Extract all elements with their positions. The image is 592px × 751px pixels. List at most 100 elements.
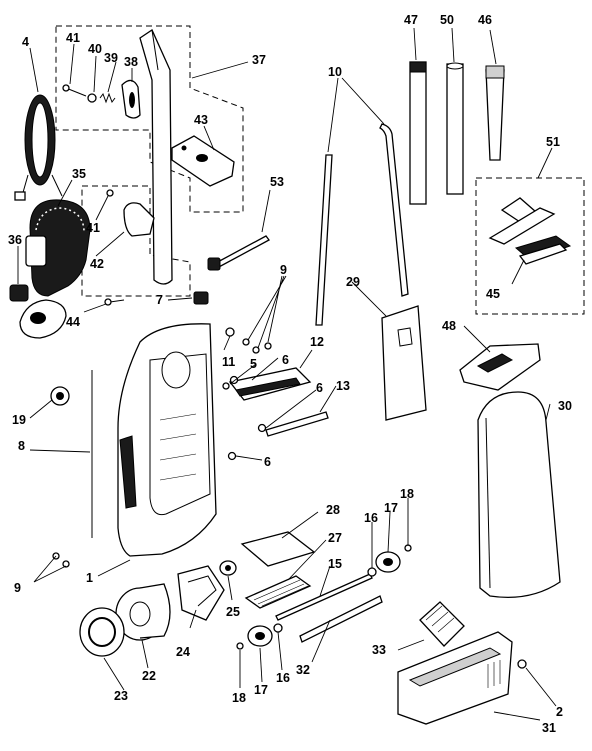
door-33 [419,601,465,647]
housing-1 [117,323,217,557]
washer-16-upper [367,567,377,577]
callout-6-a: 6 [282,353,289,367]
callout-44: 44 [66,315,80,329]
ring-25 [219,560,237,576]
callout-36: 36 [8,233,22,247]
hose [19,199,91,339]
callout-51: 51 [546,135,560,149]
clip-38 [121,79,141,119]
fan-23 [79,607,125,657]
wand-10-left [315,154,333,326]
callout-37: 37 [252,53,266,67]
spring-39 [99,92,116,104]
callout-18-upper: 18 [400,487,414,501]
callout-13: 13 [336,379,350,393]
handle-tube [139,29,173,285]
callout-16-lower: 16 [276,671,290,685]
adapter-24 [177,565,225,621]
callout-25: 25 [226,605,240,619]
callout-17-upper: 17 [384,501,398,515]
shaft-53 [207,235,270,271]
callout-50: 50 [440,13,454,27]
callout-32: 32 [296,663,310,677]
wheel-17-upper [375,551,401,573]
strip-32 [299,595,383,643]
callout-29: 29 [346,275,360,289]
screw-2 [517,659,527,669]
callout-53: 53 [270,175,284,189]
callout-7: 7 [156,293,163,307]
strip-13 [265,411,329,437]
callout-9-bottom: 9 [14,581,21,595]
callout-46: 46 [478,13,492,27]
crevice-tool-46 [485,65,505,161]
callout-18-lower: 18 [232,691,246,705]
callout-47: 47 [404,13,418,27]
rod-15 [275,573,373,621]
pin-18-lower [236,642,244,650]
power-cord [14,94,63,201]
base-31 [397,631,513,725]
cap-19 [50,386,70,406]
callout-4: 4 [22,35,29,49]
callout-48: 48 [442,319,456,333]
callout-19: 19 [12,413,26,427]
tube-47 [409,61,427,205]
washer-40 [87,93,97,103]
callout-17-lower: 17 [254,683,268,697]
callout-6-c: 6 [264,455,271,469]
screw-6-c [227,451,237,461]
callout-33: 33 [372,643,386,657]
callout-12: 12 [310,335,324,349]
bag-cover-30 [477,391,561,599]
callout-16-upper: 16 [364,511,378,525]
screw-9-bottom [52,552,70,568]
callout-2: 2 [556,705,563,719]
bracket-43 [171,135,235,187]
callout-39: 39 [104,51,118,65]
group-box-51 [475,177,585,315]
tube-50 [446,62,464,195]
callout-38: 38 [124,55,138,69]
callout-23: 23 [114,689,128,703]
motor-22 [115,583,171,641]
screw-9-top [242,338,272,354]
hose-end-36 [9,284,29,302]
callout-5: 5 [250,357,257,371]
callout-31: 31 [542,721,556,735]
callout-41-mid: 41 [86,221,100,235]
group-box-37 [55,25,244,213]
plate-29 [381,305,427,421]
leader-lines [17,27,557,721]
callout-22: 22 [142,669,156,683]
screw-6-b [257,423,267,433]
callout-28: 28 [326,503,340,517]
callout-27: 27 [328,531,342,545]
screw-41-top [62,84,87,97]
wand-10-right [379,123,409,297]
bolt-11 [225,327,235,337]
upholstery-tool-51 [488,197,556,245]
callout-8: 8 [18,439,25,453]
dusting-brush-45 [514,235,572,265]
callout-11: 11 [222,355,235,369]
screw-41-mid [106,189,114,197]
wheel-17-lower [247,625,273,647]
washer-5 [222,382,230,390]
callout-35: 35 [72,167,86,181]
cover-12 [228,367,312,401]
callout-labels: 4 41 40 39 38 37 10 47 50 46 43 35 41 53… [8,13,572,735]
screw-44 [104,298,125,306]
callout-6-b: 6 [316,381,323,395]
callout-24: 24 [176,645,190,659]
connector-7 [193,291,209,305]
callout-10: 10 [328,65,342,79]
callout-43: 43 [194,113,208,127]
filter-28 [240,531,316,567]
callout-41-top: 41 [66,31,80,45]
callout-45: 45 [486,287,500,301]
nozzle-48 [459,343,541,391]
callout-1: 1 [86,571,93,585]
washer-16-lower [273,623,283,633]
